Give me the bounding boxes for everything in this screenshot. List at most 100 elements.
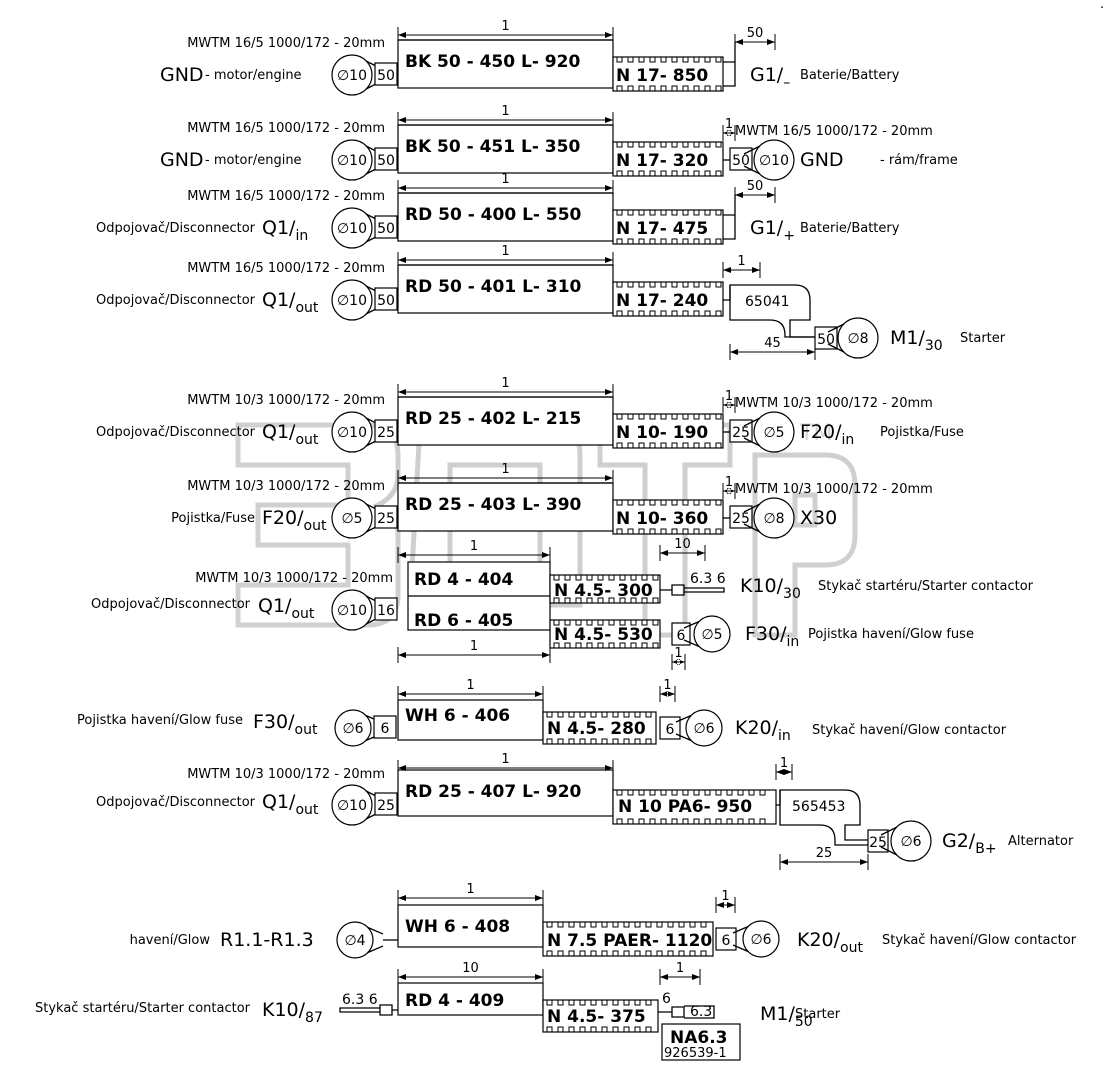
harness-3-dst-label: G1/+ — [750, 217, 795, 244]
harness-2-src-section: 50 — [377, 153, 395, 169]
harness-8-src-label-text: F30/ — [253, 711, 295, 733]
harness-4-src-lug-ring — [331, 279, 373, 321]
harness-7-src-lug-size: ∅10 — [337, 603, 367, 619]
harness-4-dst-lug-ring — [837, 317, 879, 359]
harness-11-src-term — [339, 1004, 398, 1016]
harness-3-src-lug: ∅10 — [331, 207, 383, 249]
harness-5-dst-section: 25 — [732, 425, 750, 441]
harness-9-dst-lug-ring — [890, 820, 932, 862]
harness-5-dst-lug-size: ∅5 — [763, 425, 784, 441]
harness-10-dst-lug-neck — [732, 925, 749, 953]
harness-8-dst-lug: ∅6 — [675, 709, 723, 747]
harness-8-src-lug: ∅6 — [334, 709, 382, 747]
harness-9-src-label: Q1/out — [262, 791, 319, 818]
harness-10-src-label: R1.1-R1.3 — [220, 929, 314, 951]
harness-5-dst-lug: ∅5 — [743, 411, 795, 453]
harness-1-wire-label: BK 50 - 450 L- 920 — [405, 52, 580, 72]
harness-7-sleeve-b — [549, 619, 661, 649]
harness-3-len1: 1 — [501, 172, 509, 187]
harness-5-src-section-box — [374, 419, 398, 443]
harness-7-dst-b-lug-neck — [683, 620, 700, 648]
harness-11-wire-box — [397, 982, 544, 1016]
harness-11-len2-arrows — [660, 974, 700, 980]
harness-9-len1: 1 — [501, 752, 509, 767]
harness-6-src-desc: Pojistka/Fuse — [171, 511, 255, 526]
harness-5-dst-label: F20/in — [800, 421, 854, 448]
harness-5-len1: 1 — [501, 376, 509, 391]
harness-6-sleeve-outline — [612, 499, 724, 535]
harness-3-src-spec: MWTM 16/5 1000/172 - 20mm — [187, 189, 385, 204]
harness-8-dst-section: 6 — [666, 722, 675, 738]
harness-6-wire-box — [397, 482, 614, 532]
harness-9-dst-lug-size: ∅6 — [900, 834, 921, 850]
harness-7-sleeve-b-ribs — [553, 620, 659, 648]
harness-5-dst-lug-ring — [753, 411, 795, 453]
harness-2-dst-lug-size: ∅10 — [759, 153, 789, 169]
harness-2-dst-label-text: GND — [800, 149, 844, 171]
harness-7-spec: MWTM 10/3 1000/172 - 20mm — [195, 571, 393, 586]
harness-9-dst-section: 25 — [869, 835, 887, 851]
harness-9-sleeve-label: N 10 PA6- 950 — [618, 797, 752, 817]
harness-2-len2: 1 — [725, 117, 733, 132]
harness-3-src-desc: Odpojovač/Disconnector — [96, 221, 256, 236]
harness-1-sleeve — [612, 56, 724, 92]
harness-1-src-spec: MWTM 16/5 1000/172 - 20mm — [187, 36, 385, 51]
harness-2-src-desc: - motor/engine — [205, 153, 302, 168]
harness-7-dst-b-section: 6 — [677, 628, 686, 644]
harness-1-src-desc: - motor/engine — [205, 68, 302, 83]
harness-10-sleeve — [542, 921, 714, 957]
harness-4-src-desc: Odpojovač/Disconnector — [96, 293, 256, 308]
harness-3-wire-box — [397, 192, 614, 242]
harness-3-src-section-box — [374, 215, 398, 239]
harness-7-dst-a-label-sub: 30 — [783, 586, 801, 602]
harness-6-dst-lug-size: ∅8 — [763, 511, 784, 527]
harness-9-part: 565453 — [792, 799, 845, 815]
harness-5-src-desc: Odpojovač/Disconnector — [96, 425, 256, 440]
harness-1-src-lug: ∅10 — [331, 54, 383, 96]
harness-3-len2-arrows — [735, 192, 775, 198]
harness-5-src-spec: MWTM 10/3 1000/172 - 20mm — [187, 393, 385, 408]
harness-10-src-lug-neck — [367, 926, 384, 954]
harness-3-src-label-text: Q1/ — [262, 217, 296, 239]
harness-2-sleeve — [612, 141, 724, 177]
harness-7-src-lug-ring — [331, 589, 373, 631]
harness-2-src-spec: MWTM 16/5 1000/172 - 20mm — [187, 121, 385, 136]
harness-4-src-section: 50 — [377, 293, 395, 309]
harness-2-dst-label: GND — [800, 149, 844, 171]
harness-8-src-desc: Pojistka havení/Glow fuse — [77, 713, 243, 728]
harness-4-dst-label-text: M1/ — [890, 327, 925, 349]
harness-5-src-lug-ring — [331, 411, 373, 453]
harness-5-src-label: Q1/out — [262, 421, 319, 448]
harness-3-dst-label-sub: + — [783, 228, 795, 244]
harness-8-dst-lug-neck — [675, 714, 692, 742]
harness-8-wire-label: WH 6 - 406 — [405, 706, 510, 726]
harness-1-len2: 50 — [747, 26, 764, 41]
harness-4-src-label: Q1/out — [262, 289, 319, 316]
harness-1-sleeve-outline — [612, 56, 724, 92]
harness-9-sleeve-outline — [612, 789, 777, 825]
harness-1-dst-desc: Baterie/Battery — [800, 68, 900, 83]
harness-6-dst-section: 25 — [732, 511, 750, 527]
harness-8-src-label-sub: out — [295, 722, 318, 738]
harness-3-src-label: Q1/in — [262, 217, 308, 244]
harness-4-src-label-text: Q1/ — [262, 289, 296, 311]
harness-10-dst-label-sub: out — [840, 940, 863, 956]
harness-3-sleeve — [612, 209, 724, 245]
harness-2-sleeve-outline — [612, 141, 724, 177]
harness-4-dst-label-sub: 30 — [925, 338, 943, 354]
harness-5-src-section: 25 — [377, 425, 395, 441]
harness-7-sleeve-a-label: N 4.5- 300 — [554, 581, 653, 601]
harness-7-dst-b-label-text: F30/ — [745, 623, 787, 645]
harness-7-wire-b: RD 6 - 405 — [414, 611, 513, 631]
harness-5-len2-arrows — [723, 402, 735, 408]
harness-4-sleeve — [612, 281, 724, 317]
harness-8-len1: 1 — [466, 678, 474, 693]
harness-2-dst-spec: MWTM 16/5 1000/172 - 20mm — [735, 124, 933, 139]
harness-7-src-label-text: Q1/ — [258, 595, 292, 617]
harness-11-sleeve-ribs — [546, 1000, 652, 1032]
harness-7-term-a — [660, 584, 725, 596]
harness-11-cover-box — [661, 1023, 741, 1061]
harness-9-dst-label-sub: B+ — [975, 841, 996, 857]
harness-9-src-lug: ∅10 — [331, 784, 383, 826]
